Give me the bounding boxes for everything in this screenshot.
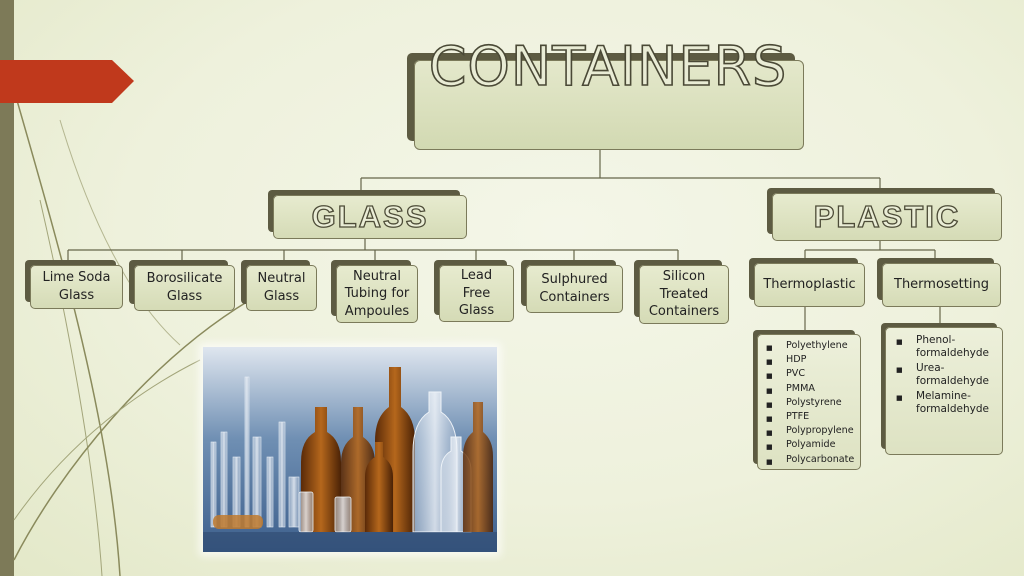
left-accent-bar [0,0,14,576]
list-item: Urea-formaldehyde [890,362,989,388]
glass-type-box: Sulphured Containers [526,265,623,313]
decorative-curves [13,89,251,576]
list-item: Polyamide [760,438,858,454]
category-glass: GLASS [273,195,467,239]
glass-type-label: Neutral Glass [257,271,306,304]
thermosetting-list: Phenol-formaldehyde Urea-formaldehyde Me… [885,327,1003,455]
red-arrow-tab [0,60,134,103]
category-plastic: PLASTIC [772,193,1002,241]
glass-type-box: Silicon Treated Containers [639,265,729,324]
list-item: PTFE [760,410,858,426]
glass-type-label: Silicon Treated Containers [648,269,720,320]
plastic-type-label: Thermoplastic [763,277,856,293]
category-plastic-label: PLASTIC [813,198,961,235]
diagram-title: CONTAINERS [428,35,788,99]
plastic-type-label: Thermosetting [894,277,989,293]
list-item: Melamine-formaldehyde [890,390,989,416]
glass-bottles-photo [203,347,497,552]
list-item: Polypropylene [760,424,858,440]
glass-type-label: Borosilicate Glass [146,271,223,304]
list-item: PVC [760,367,858,383]
title-box [414,60,804,150]
glass-type-box: Lime Soda Glass [30,265,123,309]
list-item: HDP [760,353,858,369]
thermoplastic-list: Polyethylene HDP PVC PMMA Polystyrene PT… [757,334,861,470]
list-item: Polystyrene [760,396,858,412]
glass-type-box: Lead Free Glass [439,265,514,322]
glass-type-label: Sulphured Containers [539,272,610,305]
glass-type-box: Borosilicate Glass [134,265,235,311]
glass-type-label: Neutral Tubing for Ampoules [344,268,410,319]
plastic-type-box: Thermoplastic [754,263,865,307]
glass-type-label: Lime Soda Glass [42,270,111,303]
list-item: PMMA [760,382,858,398]
plastic-type-box: Thermosetting [882,263,1001,307]
glass-type-box: Neutral Glass [246,265,317,311]
list-item: Phenol-formaldehyde [890,334,989,360]
list-item: Polyethylene [760,339,858,355]
glass-type-label: Lead Free Glass [458,268,495,319]
glass-type-box: Neutral Tubing for Ampoules [336,265,418,323]
list-item: Polycarbonate [760,453,858,469]
category-glass-label: GLASS [311,198,429,235]
